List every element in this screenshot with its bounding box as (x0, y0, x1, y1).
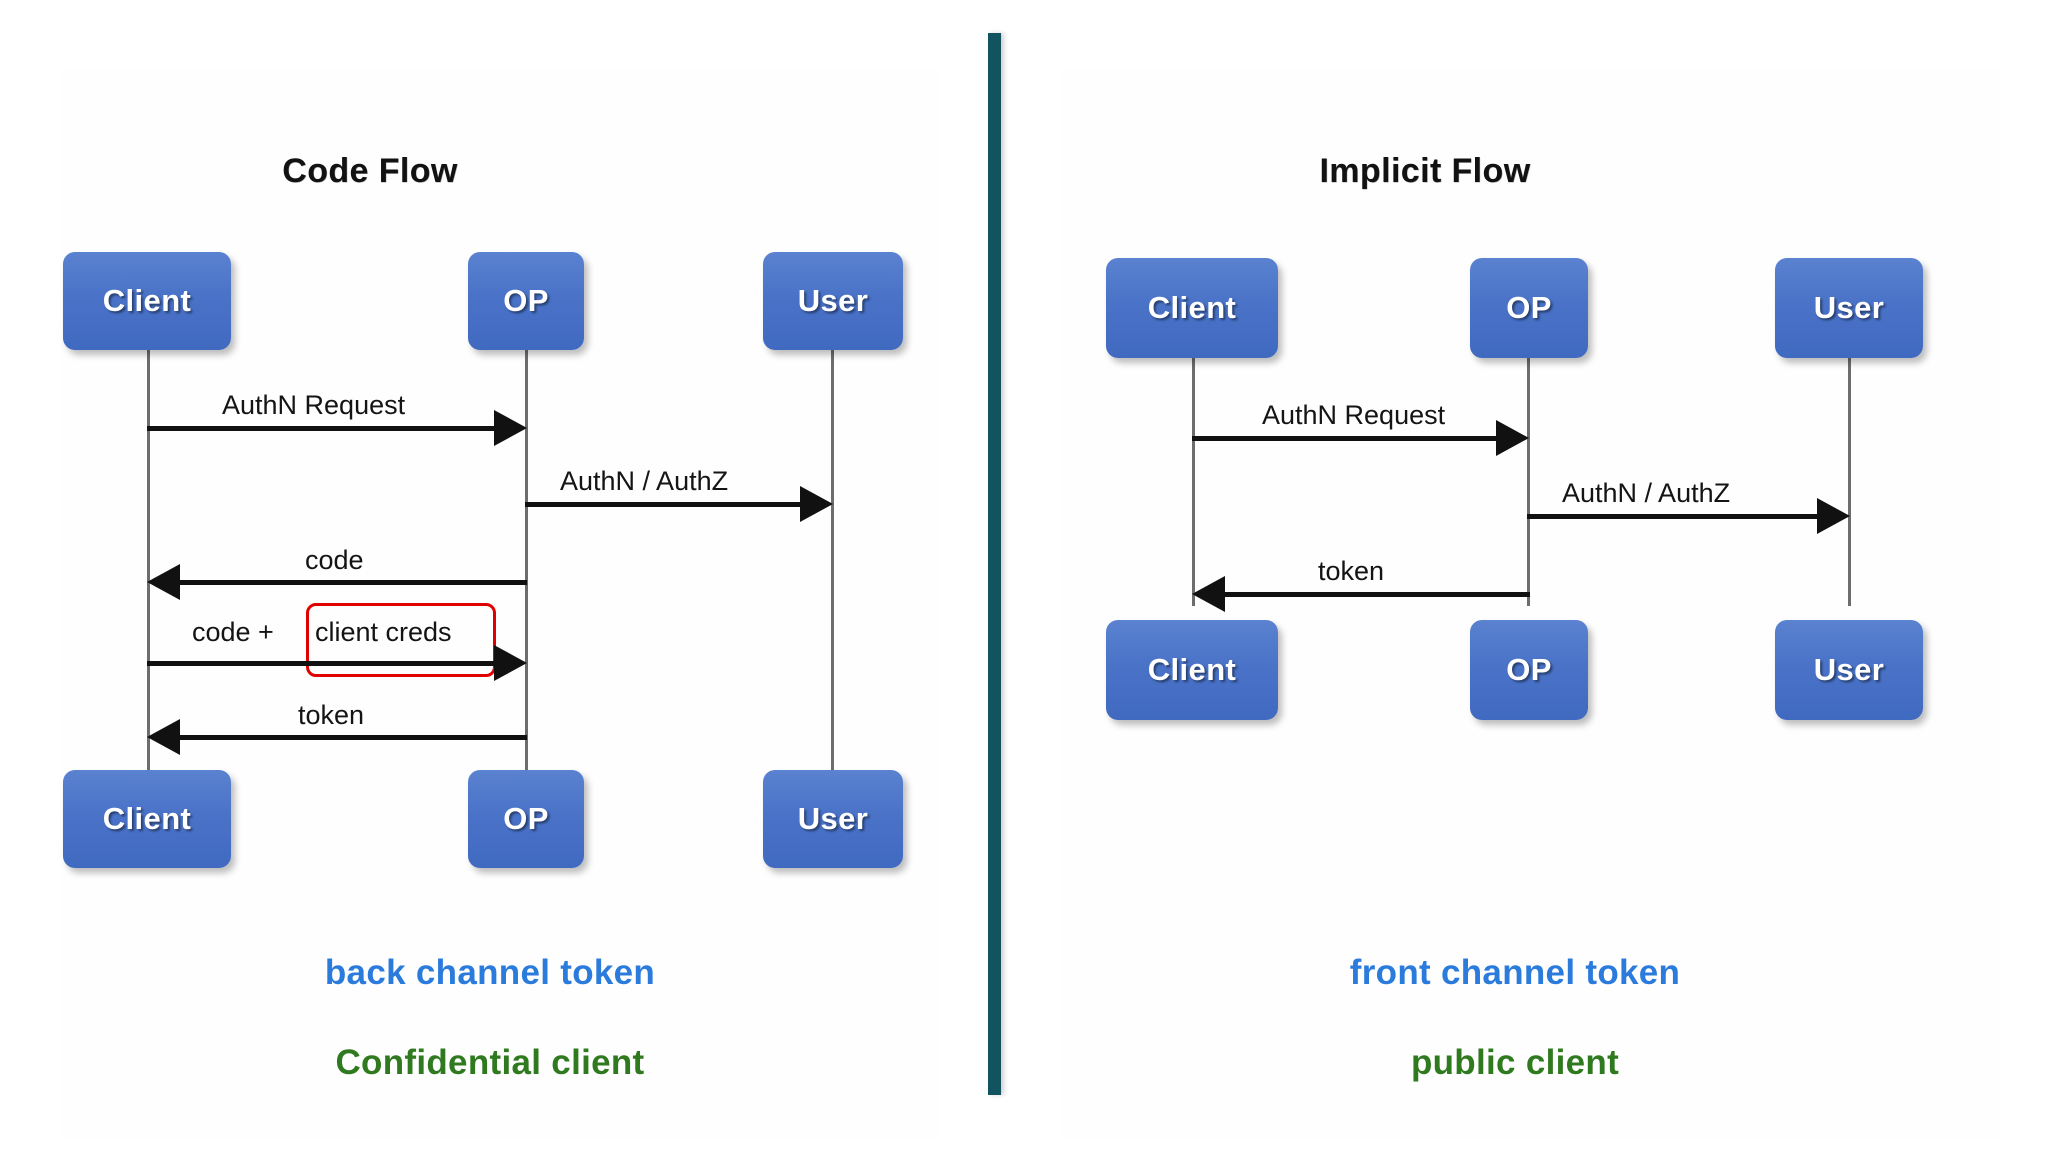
actor-box-client-bottom-right[interactable]: Client (1106, 620, 1278, 720)
actor-label: Client (1147, 290, 1237, 325)
code-flow-canvas (60, 70, 940, 1140)
actor-box-op-top-left[interactable]: OP (468, 252, 584, 350)
message-label-authn-request-left: AuthN Request (222, 390, 406, 420)
actor-box-client-top-right[interactable]: Client (1106, 258, 1278, 358)
message-line-code-left (167, 580, 527, 585)
lifeline-client-left (147, 350, 150, 772)
message-label-client-creds: client creds (315, 617, 452, 647)
arrow-head-left-icon (147, 719, 180, 755)
arrow-head-left-icon (1192, 576, 1225, 612)
message-label-token-left: token (298, 700, 365, 730)
actor-box-user-bottom-right[interactable]: User (1775, 620, 1923, 720)
actor-box-client-bottom-left[interactable]: Client (63, 770, 231, 868)
actor-box-op-top-right[interactable]: OP (1470, 258, 1588, 358)
actor-box-user-bottom-left[interactable]: User (763, 770, 903, 868)
caption-back-channel-token: back channel token (324, 953, 656, 992)
code-flow-panel: Code Flow Client OP User AuthN Request A… (0, 0, 990, 1152)
implicit-flow-panel: Implicit Flow Client OP User AuthN Reque… (1000, 0, 2048, 1152)
actor-label: Client (1147, 652, 1237, 687)
message-label-authn-authz-right: AuthN / AuthZ (1562, 478, 1731, 508)
arrow-head-right-icon (800, 486, 833, 522)
message-label-authn-authz-left: AuthN / AuthZ (560, 466, 729, 496)
actor-box-user-top-right[interactable]: User (1775, 258, 1923, 358)
lifeline-user-left (831, 350, 834, 772)
lifeline-client-right (1192, 358, 1195, 606)
panel-divider (988, 33, 1001, 1095)
message-line-authn-authz-right (1527, 514, 1831, 519)
message-line-token-left (167, 735, 527, 740)
arrow-head-right-icon (494, 410, 527, 446)
caption-public-client: public client (1410, 1043, 1620, 1082)
lifeline-op-right (1527, 358, 1530, 606)
actor-box-user-top-left[interactable]: User (763, 252, 903, 350)
actor-label: OP (503, 801, 549, 836)
implicit-flow-title: Implicit Flow (1319, 152, 1531, 190)
message-label-code-plus-creds-prefix: code + (192, 617, 274, 647)
actor-label: Client (102, 283, 192, 318)
actor-box-op-bottom-left[interactable]: OP (468, 770, 584, 868)
message-label-token-right: token (1318, 556, 1385, 586)
actor-label: User (797, 801, 869, 836)
arrow-head-left-icon (147, 564, 180, 600)
actor-box-op-bottom-right[interactable]: OP (1470, 620, 1588, 720)
message-line-token-right (1212, 592, 1530, 597)
actor-label: OP (1506, 652, 1552, 687)
actor-label: User (1813, 652, 1885, 687)
arrow-head-right-icon (494, 645, 527, 681)
caption-front-channel-token: front channel token (1349, 953, 1681, 992)
actor-label: OP (503, 283, 549, 318)
lifeline-op-left (525, 350, 528, 772)
lifeline-user-right (1848, 358, 1851, 606)
message-label-authn-request-right: AuthN Request (1262, 400, 1446, 430)
caption-confidential-client: Confidential client (335, 1043, 645, 1082)
client-creds-highlight-box (306, 603, 496, 677)
actor-label: User (797, 283, 869, 318)
actor-label: Client (102, 801, 192, 836)
actor-box-client-top-left[interactable]: Client (63, 252, 231, 350)
actor-label: OP (1506, 290, 1552, 325)
message-line-authn-authz-left (525, 502, 813, 507)
arrow-head-right-icon (1817, 498, 1850, 534)
message-line-authn-request-left (147, 426, 507, 431)
actor-label: User (1813, 290, 1885, 325)
code-flow-title: Code Flow (282, 152, 458, 190)
message-label-code-left: code (305, 545, 364, 575)
message-line-code-plus-creds-left (147, 661, 507, 666)
arrow-head-right-icon (1496, 420, 1529, 456)
message-line-authn-request-right (1192, 436, 1510, 441)
